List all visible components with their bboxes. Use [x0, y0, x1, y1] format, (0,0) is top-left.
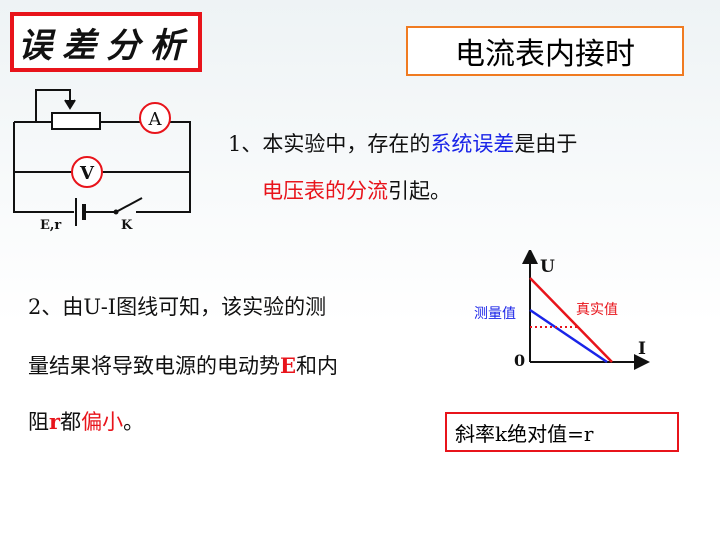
- point1-line2: 电压表的分流引起。: [262, 181, 451, 202]
- point1-line1: 1、本实验中，存在的系统误差是由于: [228, 134, 577, 155]
- origin-label: 0: [514, 351, 525, 370]
- point1-suffix: 引起。: [388, 179, 451, 203]
- point2-line3-suffix: 。: [123, 410, 145, 434]
- voltmeter-shunt-highlight: 电压表的分流: [262, 179, 388, 203]
- point2-line3-prefix: 阻: [28, 410, 49, 434]
- circuit-wire: [13, 122, 74, 213]
- rheostat: [51, 112, 101, 130]
- rheostat-slider: [35, 89, 71, 122]
- measured-value-line: [529, 308, 608, 364]
- switch-blade: [115, 197, 143, 213]
- rheostat-arrow: [64, 99, 76, 110]
- slope-note: 斜率k绝对值=r: [445, 412, 679, 452]
- subtitle: 电流表内接时: [406, 26, 684, 76]
- systematic-error-highlight: 系统误差: [430, 132, 515, 156]
- circuit-wire: [136, 121, 191, 213]
- point2-line1: 2、由U-I图线可知，该实验的测: [28, 295, 327, 319]
- page-title: 误差分析: [10, 12, 202, 72]
- y-axis-label: U: [540, 257, 555, 277]
- emf-symbol: E: [280, 353, 297, 378]
- point2-line2: 量结果将导致电源的电动势E和内: [28, 355, 338, 377]
- ammeter-label: A: [148, 109, 163, 130]
- measured-value-label: 测量值: [474, 306, 516, 322]
- point2-line3: 阻r都偏小。: [28, 411, 144, 433]
- circuit-diagram: A V E,r K: [13, 89, 191, 233]
- voltmeter-circle: [71, 156, 103, 188]
- switch-contact: [113, 209, 119, 215]
- true-value-label: 真实值: [576, 302, 618, 318]
- point2-line2-prefix: 量结果将导致电源的电动势: [28, 354, 280, 378]
- voltmeter-label: V: [79, 163, 95, 184]
- true-value-line: [529, 277, 613, 363]
- battery-label: E,r: [40, 218, 61, 233]
- point2-line2-suffix: 和内: [296, 354, 339, 378]
- point2-line3-middle: 都: [60, 410, 82, 434]
- ui-graph: U I 0 测量值 真实值: [474, 250, 650, 370]
- point1-middle: 是由于: [514, 132, 578, 156]
- point1-prefix: 1、本实验中，存在的: [228, 132, 431, 156]
- smaller-highlight: 偏小: [81, 410, 124, 434]
- ammeter-circle: [139, 102, 171, 134]
- r-symbol: r: [49, 409, 61, 434]
- switch-label: K: [121, 218, 133, 233]
- x-axis-label: I: [638, 339, 646, 359]
